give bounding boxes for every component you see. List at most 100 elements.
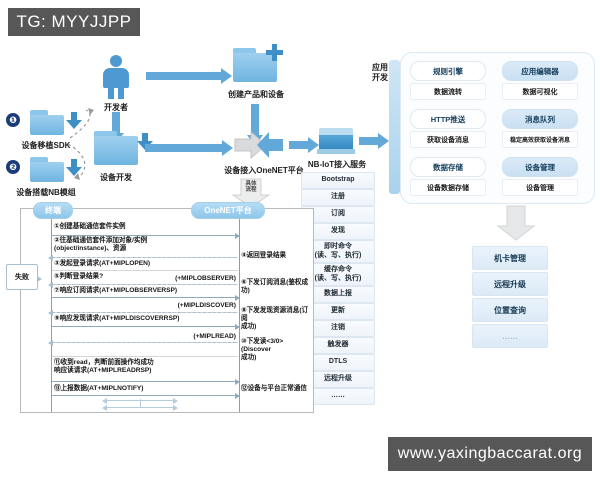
create-product-folder-icon	[233, 44, 283, 82]
nbiot-item-sublabel: (读、写、执行)	[314, 251, 362, 259]
service-chip-2[interactable]: 远程升级	[472, 272, 548, 296]
service-chip-label: 机卡管理	[494, 253, 526, 263]
device-dev-folder-icon	[94, 131, 153, 165]
appdev-feature-sub: 设备管理	[502, 179, 578, 196]
nbiot-item-label: 触发器	[327, 341, 349, 349]
service-chip-3[interactable]: 位置查询	[472, 298, 548, 322]
sequence-diagram: 终端 OneNET平台 失败 ①创建基础通信套件实例 ②往基础通信套件添加对象/…	[6, 202, 314, 413]
arrow-device-dev-to-access	[145, 140, 233, 156]
seq-at-response-observer: (+MIPLOBSERVER)	[175, 275, 236, 282]
appdev-feature-2[interactable]: 应用编辑器数据可视化	[502, 61, 578, 100]
step-1-badge: ❶	[6, 113, 20, 127]
nbiot-item-label: 即时命令	[324, 243, 352, 251]
appdev-section-label: 应用 开发	[372, 63, 388, 82]
appdev-feature-title: 应用编辑器	[502, 61, 578, 81]
developer-person-icon	[101, 55, 131, 99]
nbiot-title: NB-IoT接入服务	[307, 160, 367, 169]
seq-arrow-login-result	[48, 254, 236, 261]
appdev-feature-title: HTTP推送	[410, 109, 486, 129]
nbiot-item-5[interactable]: 即时命令(读、写、执行)	[301, 240, 375, 263]
tg-watermark-banner: TG: MYYJJPP	[8, 8, 140, 36]
seq-loop-tick	[140, 399, 141, 408]
step-2-label: 设备搭载NB模组	[16, 188, 76, 197]
seq-actor-terminal: 终端	[33, 202, 73, 219]
appdev-to-services-arrow-icon	[496, 205, 536, 241]
seq-arrow-discover-push	[48, 309, 236, 316]
detail-process-down-arrow-icon	[231, 178, 271, 208]
appdev-feature-sub: 数据流转	[410, 83, 486, 100]
seq-right-msg-10: ⑩下发读<3/0>(Discover 成功)	[241, 338, 284, 362]
dashed-link-squiggle-icon	[67, 108, 94, 180]
nbiot-item-2[interactable]: 注册	[301, 189, 375, 206]
nbiot-item-1[interactable]: Bootstrap	[301, 172, 375, 189]
appdev-feature-4[interactable]: 消息队列稳定高效获取设备消息	[502, 109, 578, 148]
nbiot-item-label: 注销	[331, 324, 345, 332]
nbiot-item-label: 数据上报	[324, 290, 352, 298]
nbiot-item-13[interactable]: ……	[301, 388, 375, 405]
device-access-label: 设备接入OneNET平台	[224, 166, 304, 175]
service-chip-label: 远程升级	[494, 279, 526, 289]
appdev-feature-title: 规则引擎	[410, 61, 486, 81]
appdev-feature-5[interactable]: 数据存储设备数据存储	[410, 157, 486, 196]
arrow-nbiot-to-appdev	[359, 133, 389, 149]
appdev-feature-sub: 获取设备消息	[410, 131, 486, 148]
seq-left-msg-7: ⑦响应订阅请求(AT+MIPLOBSERVERSP)	[54, 287, 178, 294]
seq-actor-platform: OneNET平台	[191, 202, 265, 219]
nbiot-item-label: 缓存命令	[324, 266, 352, 274]
nbiot-item-label: 发现	[331, 227, 345, 235]
appdev-feature-sub: 设备数据存储	[410, 179, 486, 196]
appdev-feature-sub: 稳定高效获取设备消息	[502, 131, 578, 148]
step-1-folder-icon	[30, 110, 82, 135]
seq-failure-box: 失败	[6, 264, 42, 290]
appdev-feature-6[interactable]: 设备管理设备管理	[502, 157, 578, 196]
nbiot-item-sublabel: (读、写、执行)	[314, 274, 362, 282]
nbiot-item-label: 订阅	[331, 210, 345, 218]
seq-left-msg-3: ③发起登录请求(AT+MIPLOPEN)	[54, 260, 151, 267]
nbiot-item-12[interactable]: 远程升级	[301, 371, 375, 388]
step-2-badge: ❷	[6, 160, 20, 174]
nbiot-item-label: Bootstrap	[321, 176, 355, 184]
step-1-label: 设备移植SDK	[21, 141, 71, 150]
seq-arrow-notify	[52, 392, 240, 399]
nbiot-item-7[interactable]: 数据上报	[301, 286, 375, 303]
seq-arrow-subscribe-push	[48, 281, 236, 288]
seq-arrow-subscribe-response	[52, 294, 240, 301]
detail-process-label: 具体 流程	[245, 181, 257, 194]
nbiot-item-label: DTLS	[328, 358, 348, 366]
seq-right-msg-8: ⑧下发发现资源消息(订阅 成功)	[241, 307, 309, 331]
service-chip-label: ……	[502, 331, 518, 341]
appdev-feature-title: 数据存储	[410, 157, 486, 177]
service-chip-label: 位置查询	[494, 305, 526, 315]
device-access-merge-arrow-icon	[234, 130, 283, 160]
nbiot-item-4[interactable]: 发现	[301, 223, 375, 240]
arrow-developer-to-create-product	[146, 68, 232, 84]
developer-label: 开发者	[104, 103, 128, 112]
seq-arrow-discover-response	[52, 323, 240, 330]
appdev-spine-bar	[389, 60, 400, 194]
service-chip-4[interactable]: ……	[472, 324, 548, 348]
device-dev-label: 设备开发	[100, 173, 132, 182]
seq-arrow-login-request	[52, 232, 240, 239]
nbiot-item-label: 更新	[331, 307, 345, 315]
seq-at-response-read: (+MIPLREAD)	[193, 333, 236, 340]
appdev-feature-3[interactable]: HTTP推送获取设备消息	[410, 109, 486, 148]
appdev-panel: 规则引擎数据流转应用编辑器数据可视化 HTTP推送获取设备消息消息队列稳定高效获取…	[400, 52, 595, 204]
seq-arrow-read-push	[48, 339, 236, 346]
seq-at-response-discover: (+MIPLDISCOVER)	[177, 302, 236, 309]
create-product-label: 创建产品和设备	[228, 90, 284, 99]
service-chip-1[interactable]: 机卡管理	[472, 246, 548, 270]
nbiot-server-icon	[317, 128, 355, 154]
appdev-feature-title: 设备管理	[502, 157, 578, 177]
step-2-folder-icon	[30, 157, 82, 182]
seq-left-msg-13: ⑬上报数据(AT+MIPLNOTIFY)	[54, 385, 144, 392]
appdev-feature-sub: 数据可视化	[502, 83, 578, 100]
appdev-feature-1[interactable]: 规则引擎数据流转	[410, 61, 486, 100]
seq-left-msg-11: ⑪收到read，判断前面操作均成功 响应读请求(AT+MIPLREADRSP)	[54, 359, 154, 375]
seq-right-msg-4: ④返回登录结果	[241, 252, 287, 259]
appdev-feature-title: 消息队列	[502, 109, 578, 129]
seq-left-msg-5: ⑤判断登录结果?	[54, 273, 104, 280]
seq-left-msg-9: ⑨响应发现请求(AT+MIPLDISCOVERRSP)	[54, 315, 180, 322]
seq-right-msg-6: ⑥下发订阅消息(鉴权成功)	[241, 279, 309, 295]
